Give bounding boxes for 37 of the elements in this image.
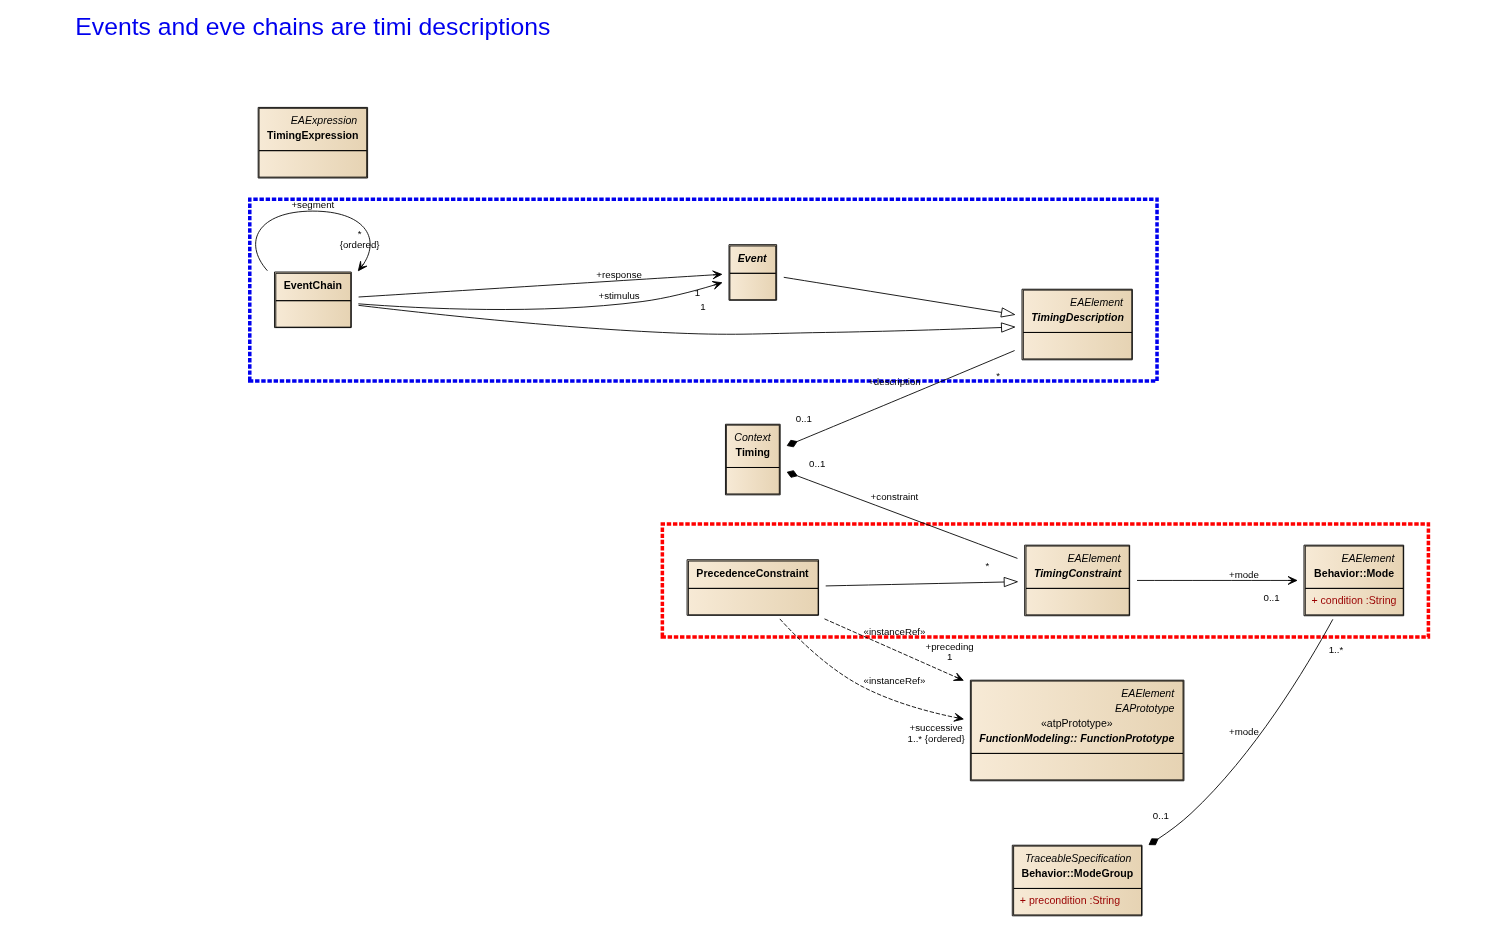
label: 0..1: [808, 457, 825, 469]
label: *: [995, 370, 1000, 382]
arrow: [778, 618, 964, 722]
connector: [786, 470, 1018, 559]
edge-label: +constraint: [870, 490, 918, 502]
label: +successive: [909, 722, 963, 734]
arrow: [1136, 576, 1297, 585]
edge-label: «instanceRef»: [863, 675, 925, 687]
edge-label: +mode: [1228, 725, 1259, 737]
label: 0..1: [1152, 809, 1169, 821]
label: *: [357, 228, 362, 240]
edge-label: +stimulus: [598, 289, 640, 301]
cluster: [660, 522, 1430, 639]
label: 0..1: [1263, 591, 1280, 603]
arrow: [357, 304, 1015, 335]
arrow: [824, 576, 1018, 588]
label: 1: [946, 651, 952, 663]
edge-label: +mode: [1228, 568, 1259, 580]
arrow: [357, 281, 722, 310]
connector: [786, 350, 1015, 448]
connector: [1148, 618, 1333, 846]
label: 1: [699, 300, 706, 312]
label: 1..*: [1328, 643, 1343, 655]
label: +preceding: [924, 640, 974, 652]
edge-label: +response: [595, 268, 642, 280]
arrow: [782, 276, 1015, 318]
label: Events and eve chains are timi descriptions: [74, 12, 550, 40]
edge-label: +segment: [290, 199, 334, 211]
label: 1: [694, 287, 700, 299]
label: 1..* {ordered}: [907, 732, 965, 744]
arrow: [254, 210, 371, 272]
arrow: [357, 270, 722, 298]
arrow: [823, 618, 964, 681]
edge-label: «instanceRef»: [863, 625, 925, 637]
label: {ordered}: [339, 238, 380, 250]
label: *: [985, 559, 989, 571]
label: 0..1: [795, 413, 812, 425]
